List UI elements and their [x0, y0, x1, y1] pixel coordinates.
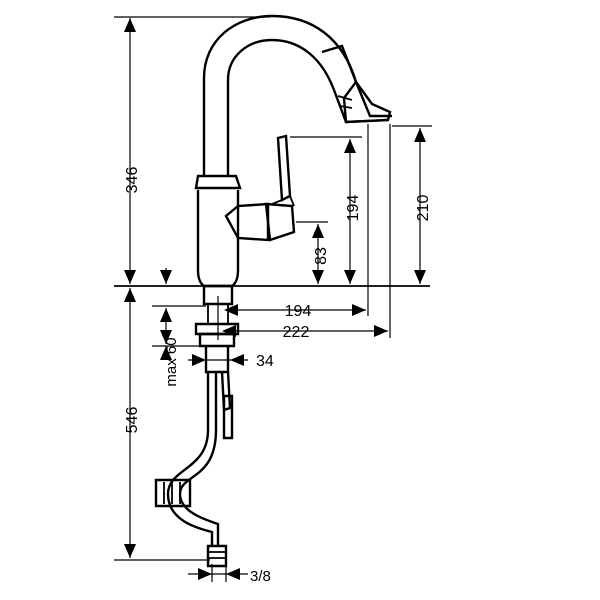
dim-222-label: 222: [283, 324, 310, 341]
hose-weight: [154, 478, 192, 508]
dim-346-label: 346: [124, 167, 141, 194]
dim-546-label: 546: [124, 407, 141, 434]
mounting-washer: [198, 332, 236, 348]
spout-head: [321, 44, 392, 124]
lever-handle: [276, 134, 292, 202]
spout-head-detail: [337, 95, 353, 109]
deck-thickness-marker: [160, 268, 172, 284]
dimension-thread: 3/8: [188, 564, 271, 585]
thread-fitting: [206, 544, 228, 568]
dimension-34: 34: [188, 353, 274, 370]
upper-collar: [194, 174, 242, 190]
dim-thread-label: 3/8: [250, 568, 271, 585]
lever-connector: [271, 195, 295, 207]
shank: [204, 346, 230, 374]
mounting-nut: [194, 322, 240, 336]
dim-210-label: 210: [415, 195, 432, 222]
dimension-546: 546: [114, 288, 210, 561]
supply-hose: [166, 372, 220, 546]
hose-connector: [222, 394, 234, 440]
dimension-346: 346: [114, 16, 270, 284]
dim-max-60-label: max 60: [163, 337, 180, 386]
thread-fitting-lines: [208, 551, 226, 559]
dimension-222: 222: [222, 324, 388, 341]
spout-outline: [202, 14, 392, 176]
dim-83-label: 83: [313, 247, 330, 265]
faucet-body: [154, 14, 392, 568]
dim-194-vertical-label: 194: [345, 195, 362, 222]
dim-34-label: 34: [256, 353, 274, 370]
dim-194-horizontal-label: 194: [285, 303, 312, 320]
dimension-194-vertical: 194: [290, 136, 362, 284]
lever-housing: [224, 202, 270, 242]
shank-stem: [207, 304, 229, 324]
dimension-210: 210: [392, 125, 432, 284]
dimension-max-60: max 60: [152, 305, 206, 387]
lever-cap: [264, 202, 296, 242]
main-body: [196, 190, 240, 288]
dimension-194-horizontal: 194: [224, 303, 366, 320]
dimension-83: 83: [296, 221, 330, 284]
hose-weight-detail: [163, 482, 181, 504]
pullout-hose: [220, 371, 232, 412]
